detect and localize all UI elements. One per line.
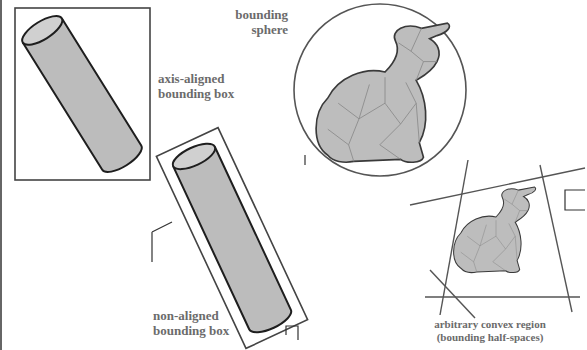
figure-label: non-aligned bounding box bbox=[153, 309, 253, 339]
figure-label: arbitrary convex region (bounding half-s… bbox=[410, 318, 570, 343]
figure-label: axis-aligned bounding box bbox=[158, 72, 250, 102]
figure-label: bounding sphere bbox=[222, 8, 288, 38]
